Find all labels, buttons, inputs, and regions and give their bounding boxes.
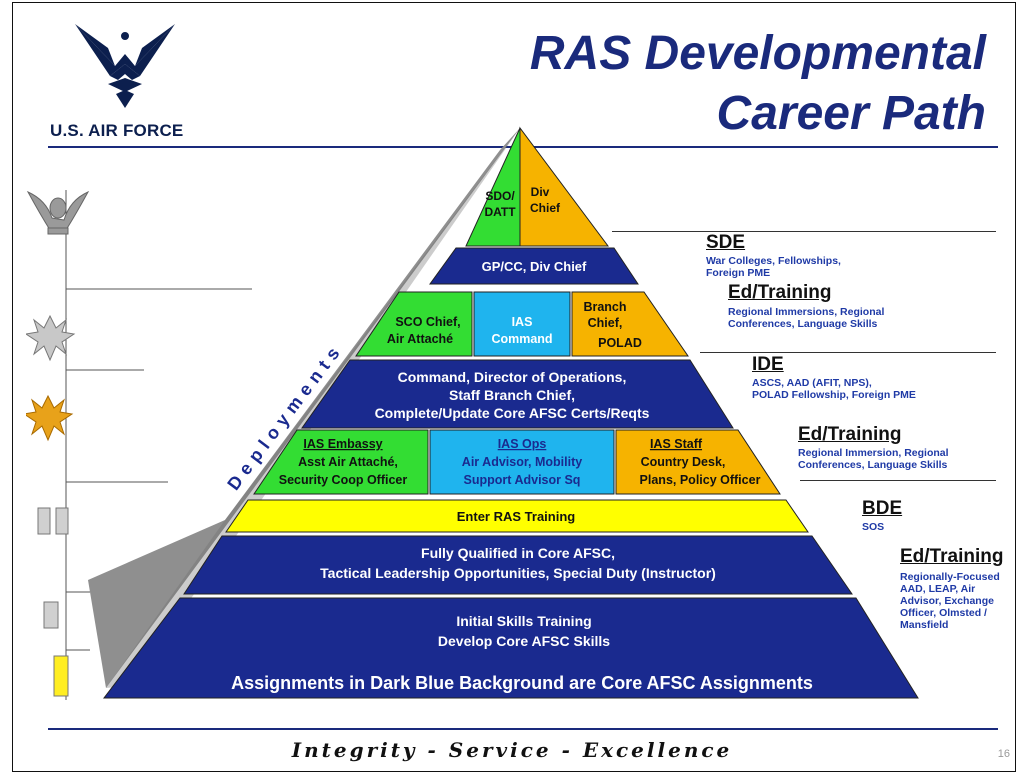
colonel-eagle-icon bbox=[26, 190, 90, 235]
initial-skills-box bbox=[102, 597, 919, 699]
title-line-1: RAS Developmental bbox=[529, 27, 986, 80]
ias-ops-line-1: Air Advisor, Mobility bbox=[462, 455, 582, 469]
base-note: Assignments in Dark Blue Background are … bbox=[231, 673, 813, 693]
sco-chief-line-2: Air Attaché bbox=[387, 332, 453, 346]
ias-staff-line-2: Plans, Policy Officer bbox=[640, 473, 761, 487]
ed-training-3-text-2: AAD, LEAP, Air bbox=[900, 583, 976, 595]
branch-chief-line-2: Chief, bbox=[588, 316, 623, 330]
guide-line-sde bbox=[612, 231, 996, 232]
ias-staff-box bbox=[615, 429, 781, 495]
ias-ops-heading: IAS Ops bbox=[498, 437, 547, 451]
gp-cc-box bbox=[429, 247, 639, 285]
ias-command-line-2: Command bbox=[491, 332, 552, 346]
slide-border bbox=[12, 2, 1016, 772]
ed-training-2-text-2: Conferences, Language Skills bbox=[798, 459, 948, 471]
ias-command-box bbox=[473, 291, 571, 357]
branch-chief-box bbox=[571, 291, 689, 357]
footer-motto: Integrity - Service - Excellence bbox=[291, 738, 733, 762]
sco-chief-box bbox=[355, 291, 473, 357]
ias-embassy-line-1: Asst Air Attaché, bbox=[298, 455, 398, 469]
ias-ops-line-2: Support Advisor Sq bbox=[464, 473, 581, 487]
branch-chief-line-1: Branch bbox=[583, 300, 626, 314]
first-lieutenant-bar-icon bbox=[43, 601, 59, 629]
apex-sdo-line-2: DATT bbox=[484, 205, 516, 219]
air-force-wings-logo bbox=[75, 24, 175, 108]
enter-ras-label: Enter RAS Training bbox=[457, 509, 576, 524]
bde-text-1: SOS bbox=[862, 521, 885, 533]
ide-text-2: POLAD Fellowship, Foreign PME bbox=[752, 389, 916, 401]
second-lieutenant-bar-icon bbox=[53, 655, 69, 697]
sde-text-2: Foreign PME bbox=[706, 267, 771, 279]
rank-timeline bbox=[26, 190, 252, 700]
apex-div-line-2: Chief bbox=[530, 201, 561, 215]
page-number: 16 bbox=[997, 748, 1010, 760]
deployments-bar bbox=[88, 128, 520, 688]
enter-ras-box bbox=[225, 499, 809, 533]
apex-sdo-line-1: SDO/ bbox=[485, 189, 515, 203]
footer-rule bbox=[48, 728, 998, 730]
ed-training-3-text-1: Regionally-Focused bbox=[900, 571, 1000, 583]
ias-ops-box bbox=[429, 429, 615, 495]
ias-embassy-box bbox=[253, 429, 429, 495]
ias-staff-line-1: Country Desk, bbox=[641, 455, 726, 469]
sco-chief-line-1: SCO Chief, bbox=[395, 315, 460, 329]
sde-heading: SDE bbox=[706, 232, 746, 253]
ed-training-1-text-2: Conferences, Language Skills bbox=[728, 318, 878, 330]
ias-embassy-line-2: Security Coop Officer bbox=[279, 473, 408, 487]
ed-training-3-text-3: Advisor, Exchange bbox=[900, 595, 994, 607]
ide-heading: IDE bbox=[752, 354, 784, 375]
apex-div-chief-box bbox=[519, 126, 609, 247]
ias-embassy-heading: IAS Embassy bbox=[303, 437, 382, 451]
ed-training-3-text-5: Mansfield bbox=[900, 619, 949, 631]
gold-oak-leaf-icon bbox=[26, 394, 74, 442]
brand-wordmark: U.S. AIR FORCE bbox=[50, 121, 184, 140]
bde-heading: BDE bbox=[862, 498, 903, 519]
command-box bbox=[301, 359, 734, 429]
ed-training-3-heading: Ed/Training bbox=[900, 546, 1004, 567]
sde-text-1: War Colleges, Fellowships, bbox=[706, 255, 841, 267]
fully-qualified-line-1: Fully Qualified in Core AFSC, bbox=[421, 545, 615, 561]
ias-staff-heading: IAS Staff bbox=[650, 437, 703, 451]
guide-line-ide bbox=[700, 352, 996, 353]
ed-training-2-heading: Ed/Training bbox=[798, 424, 902, 445]
title-line-2: Career Path bbox=[716, 87, 986, 140]
command-line-1: Command, Director of Operations, bbox=[398, 369, 627, 385]
silver-oak-leaf-icon bbox=[26, 314, 76, 362]
ed-training-1-text-1: Regional Immersions, Regional bbox=[728, 306, 885, 318]
ed-training-2-text-1: Regional Immersion, Regional bbox=[798, 447, 949, 459]
guide-line-bde bbox=[800, 480, 996, 481]
command-line-2: Staff Branch Chief, bbox=[449, 387, 575, 403]
gp-cc-label: GP/CC, Div Chief bbox=[482, 259, 587, 274]
apex-div-line-1: Div bbox=[531, 185, 550, 199]
fully-qualified-box bbox=[183, 535, 853, 595]
initial-skills-line-1: Initial Skills Training bbox=[456, 613, 591, 629]
fully-qualified-line-2: Tactical Leadership Opportunities, Speci… bbox=[320, 565, 716, 581]
ias-command-line-1: IAS bbox=[512, 315, 533, 329]
branch-chief-line-3: POLAD bbox=[598, 336, 642, 350]
captain-bars-icon bbox=[37, 507, 69, 535]
ide-text-1: ASCS, AAD (AFIT, NPS), bbox=[752, 377, 872, 389]
ed-training-1-heading: Ed/Training bbox=[728, 282, 832, 303]
command-line-3: Complete/Update Core AFSC Certs/Reqts bbox=[375, 405, 650, 421]
initial-skills-line-2: Develop Core AFSC Skills bbox=[438, 633, 610, 649]
ed-training-3-text-4: Officer, Olmsted / bbox=[900, 607, 987, 619]
